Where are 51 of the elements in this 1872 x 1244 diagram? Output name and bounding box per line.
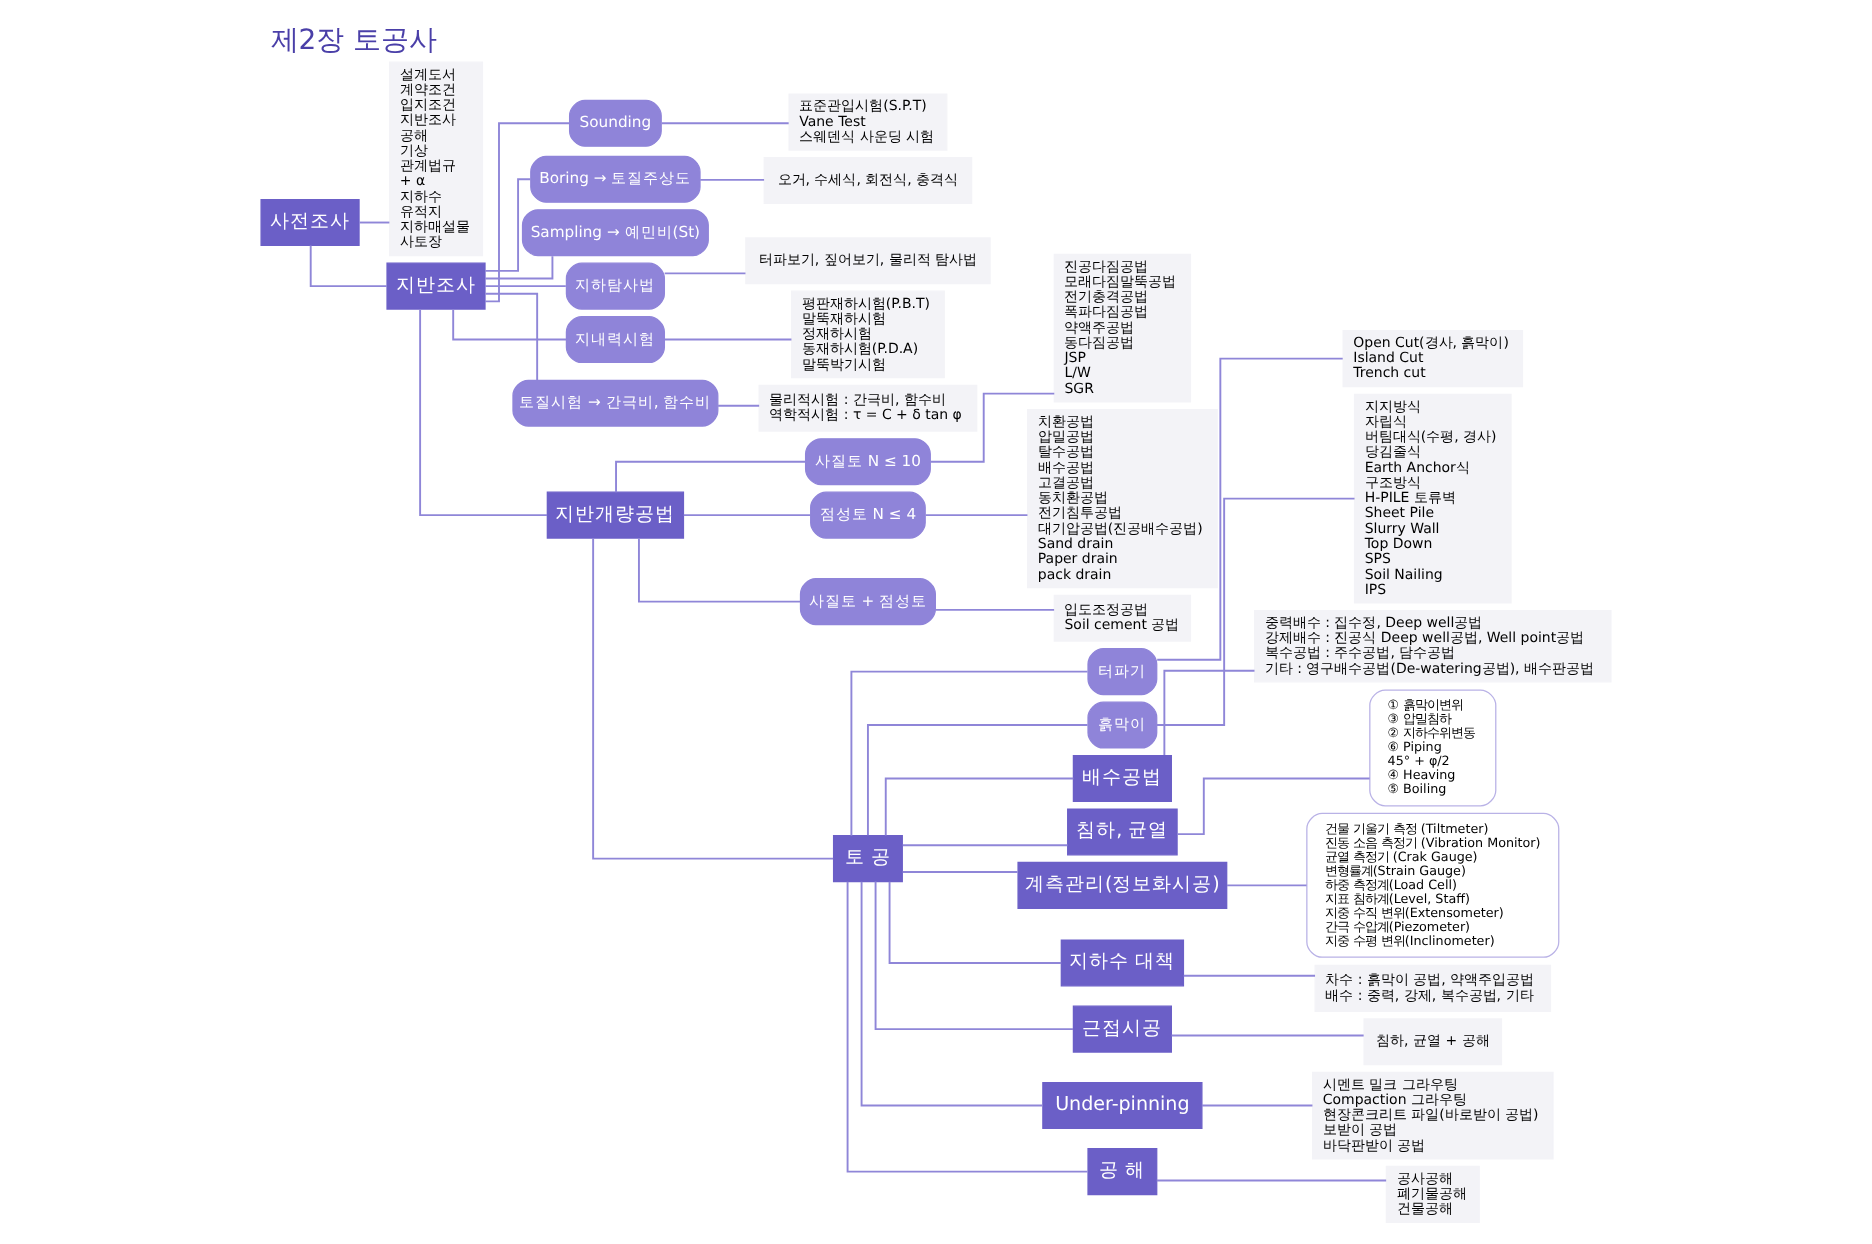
connector (484, 255, 554, 280)
connector (850, 670, 1089, 837)
node-box: 토 공 (832, 835, 903, 883)
connector (1176, 777, 1371, 836)
connector (1226, 884, 1308, 887)
connector (1163, 669, 1256, 757)
connector (867, 724, 1089, 837)
connector (717, 404, 761, 407)
connector (638, 537, 802, 603)
node-box: 사전조사 (260, 199, 360, 247)
connector (901, 844, 1069, 847)
connector (901, 871, 1019, 873)
connector (309, 244, 388, 288)
connector (1155, 497, 1356, 726)
connector (924, 514, 1029, 517)
node-box: 계측관리(정보화시공) (1017, 861, 1228, 909)
connector (929, 392, 1056, 463)
connector (1170, 1034, 1365, 1037)
connector (484, 285, 567, 288)
connector (860, 880, 1044, 1107)
connector (1182, 974, 1316, 977)
connector (660, 122, 790, 125)
connector (419, 308, 549, 517)
connector (846, 880, 1089, 1173)
node-box: 지반개량공법 (546, 491, 685, 539)
connector (888, 880, 1063, 964)
connector (874, 880, 1074, 1031)
connector (1155, 1179, 1388, 1182)
connector (663, 272, 747, 275)
diagram-title: 제2장 토공사 (270, 24, 438, 57)
connector (484, 178, 532, 272)
node-box: 지하수 대책 (1060, 939, 1185, 987)
connector (615, 460, 807, 494)
connector (452, 308, 568, 341)
connector (663, 338, 793, 341)
node-box: 공 해 (1087, 1148, 1158, 1196)
connector (682, 514, 812, 517)
connector (484, 122, 571, 303)
node-box: 배수공법 (1072, 754, 1172, 802)
connector (484, 292, 539, 381)
connector (1156, 357, 1344, 661)
connector (358, 221, 391, 224)
node-box: 침하, 균열 (1067, 808, 1178, 856)
node-box: 근접시공 (1072, 1005, 1172, 1053)
connector (1200, 1104, 1314, 1107)
node-box: 지반조사 (386, 262, 486, 310)
node-box: Under-pinning (1042, 1081, 1203, 1129)
connector (699, 178, 766, 181)
connector (884, 777, 1075, 837)
connector (592, 537, 835, 860)
connector (934, 608, 1056, 611)
